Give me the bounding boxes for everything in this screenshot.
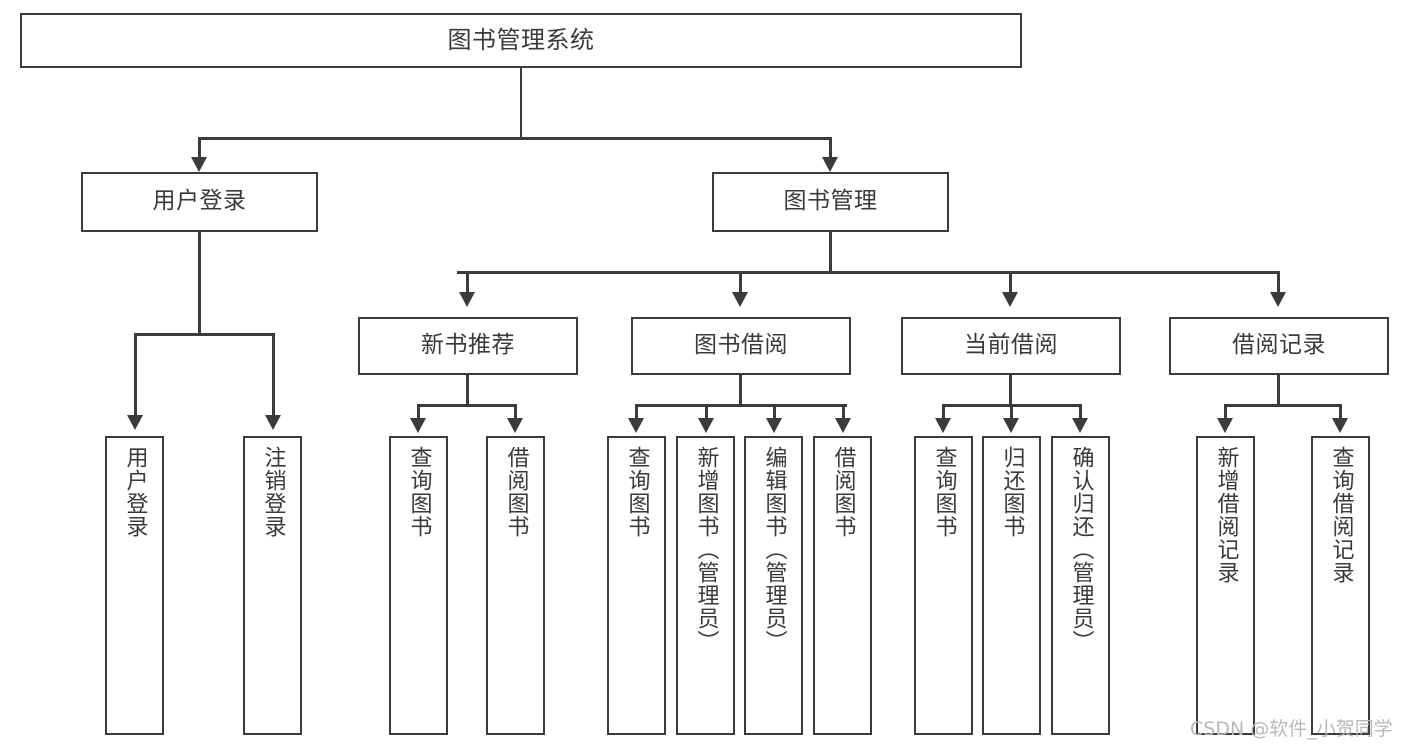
- connector-borrow-record-leaf-2: [1339, 404, 1342, 421]
- node-label: 查询图书: [931, 446, 957, 538]
- arrow-book-borrow-leaf-1: [628, 418, 644, 433]
- connector-to-new-book-recommend: [466, 271, 469, 295]
- connector-new-book-bar: [418, 404, 516, 407]
- node-label: 新增图书（管理员）: [693, 446, 719, 653]
- arrow-to-book-borrow: [732, 292, 748, 307]
- connector-current-borrow-leaf-3: [1079, 404, 1082, 421]
- connector-to-book-manage: [829, 137, 832, 161]
- connector-book-borrow-leaf-3: [773, 404, 776, 421]
- connector-user-login-leaf-2: [272, 333, 275, 418]
- connector-book-borrow-leaf-1: [635, 404, 638, 421]
- connector-book-manage-bar: [457, 271, 1279, 274]
- connector-book-borrow-leaf-4: [842, 404, 845, 421]
- node-label: 查询借阅记录: [1328, 446, 1354, 584]
- node-leaf-query-book-1[interactable]: 查询图书: [389, 436, 448, 735]
- arrow-current-borrow-leaf-1: [935, 418, 951, 433]
- connector-new-book-leaf-2: [514, 404, 517, 421]
- connector-user-login-trunk: [198, 232, 201, 334]
- arrow-user-login-leaf-2: [265, 415, 281, 430]
- node-label: 当前借阅: [964, 332, 1058, 359]
- connector-borrow-record-leaf-1: [1224, 404, 1227, 421]
- arrow-user-login-leaf-1: [127, 415, 143, 430]
- node-label: 注销登录: [260, 446, 286, 538]
- connector-book-borrow-bar: [636, 404, 847, 407]
- connector-to-book-borrow: [739, 271, 742, 295]
- node-label: 确认归还（管理员）: [1068, 446, 1094, 653]
- connector-current-borrow-trunk: [1009, 375, 1012, 406]
- connector-borrow-record-bar: [1225, 404, 1341, 407]
- arrow-current-borrow-leaf-3: [1072, 418, 1088, 433]
- node-leaf-query-record[interactable]: 查询借阅记录: [1311, 436, 1370, 735]
- node-leaf-query-book-2[interactable]: 查询图书: [607, 436, 666, 735]
- connector-root-trunk: [519, 68, 522, 138]
- arrow-new-book-leaf-1: [410, 418, 426, 433]
- connector-new-book-leaf-1: [417, 404, 420, 421]
- connector-current-borrow-leaf-2: [1010, 404, 1013, 421]
- connector-book-borrow-trunk: [739, 375, 742, 406]
- node-label: 图书借阅: [694, 332, 788, 359]
- node-leaf-confirm-return[interactable]: 确认归还（管理员）: [1051, 436, 1110, 735]
- connector-new-book-trunk: [466, 375, 469, 406]
- node-current-borrow[interactable]: 当前借阅: [901, 317, 1121, 375]
- arrow-borrow-record-leaf-1: [1217, 418, 1233, 433]
- node-borrow-record[interactable]: 借阅记录: [1169, 317, 1389, 375]
- node-label: 用户登录: [122, 446, 148, 538]
- node-leaf-query-book-3[interactable]: 查询图书: [914, 436, 973, 735]
- node-user-login[interactable]: 用户登录: [81, 172, 318, 232]
- connector-to-current-borrow: [1009, 271, 1012, 295]
- node-label: 借阅图书: [830, 446, 856, 538]
- connector-root-bar: [199, 137, 832, 140]
- arrow-to-new-book-recommend: [459, 292, 475, 307]
- node-label: 用户登录: [152, 188, 247, 215]
- arrow-to-user-login: [191, 157, 207, 172]
- node-leaf-user-logout[interactable]: 注销登录: [243, 436, 302, 735]
- node-leaf-borrow-book-1[interactable]: 借阅图书: [486, 436, 545, 735]
- connector-book-manage-trunk: [829, 232, 832, 273]
- node-label: 编辑图书（管理员）: [761, 446, 787, 653]
- arrow-to-current-borrow: [1002, 292, 1018, 307]
- node-label: 查询图书: [624, 446, 650, 538]
- arrow-to-book-manage: [822, 157, 838, 172]
- node-leaf-add-record[interactable]: 新增借阅记录: [1196, 436, 1255, 735]
- node-new-book-recommend[interactable]: 新书推荐: [358, 317, 578, 375]
- node-label: 图书管理: [783, 188, 878, 215]
- connector-book-borrow-leaf-2: [705, 404, 708, 421]
- arrow-book-borrow-leaf-4: [835, 418, 851, 433]
- connector-current-borrow-leaf-1: [942, 404, 945, 421]
- connector-current-borrow-bar: [943, 404, 1082, 407]
- connector-user-login-bar: [135, 333, 275, 336]
- arrow-to-borrow-record: [1270, 292, 1286, 307]
- node-leaf-user-login[interactable]: 用户登录: [105, 436, 164, 735]
- node-book-manage[interactable]: 图书管理: [712, 172, 949, 232]
- node-label: 借阅记录: [1232, 332, 1326, 359]
- node-label: 归还图书: [999, 446, 1025, 538]
- arrow-new-book-leaf-2: [507, 418, 523, 433]
- connector-borrow-record-trunk: [1277, 375, 1280, 406]
- node-label: 借阅图书: [503, 446, 529, 538]
- node-root-system[interactable]: 图书管理系统: [20, 13, 1022, 68]
- connector-to-user-login: [198, 137, 201, 161]
- arrow-current-borrow-leaf-2: [1003, 418, 1019, 433]
- connector-to-borrow-record: [1277, 271, 1280, 295]
- node-book-borrow[interactable]: 图书借阅: [631, 317, 851, 375]
- node-leaf-borrow-book-2[interactable]: 借阅图书: [813, 436, 872, 735]
- node-label: 新增借阅记录: [1213, 446, 1239, 584]
- node-leaf-edit-book[interactable]: 编辑图书（管理员）: [744, 436, 803, 735]
- node-leaf-add-book[interactable]: 新增图书（管理员）: [676, 436, 735, 735]
- node-label: 图书管理系统: [447, 26, 595, 55]
- watermark: CSDN @软件_小贺同学: [1190, 718, 1393, 740]
- arrow-book-borrow-leaf-3: [766, 418, 782, 433]
- node-label: 查询图书: [406, 446, 432, 538]
- connector-user-login-leaf-1: [134, 333, 137, 418]
- arrow-borrow-record-leaf-2: [1332, 418, 1348, 433]
- node-leaf-return-book[interactable]: 归还图书: [982, 436, 1041, 735]
- arrow-book-borrow-leaf-2: [698, 418, 714, 433]
- node-label: 新书推荐: [421, 332, 515, 359]
